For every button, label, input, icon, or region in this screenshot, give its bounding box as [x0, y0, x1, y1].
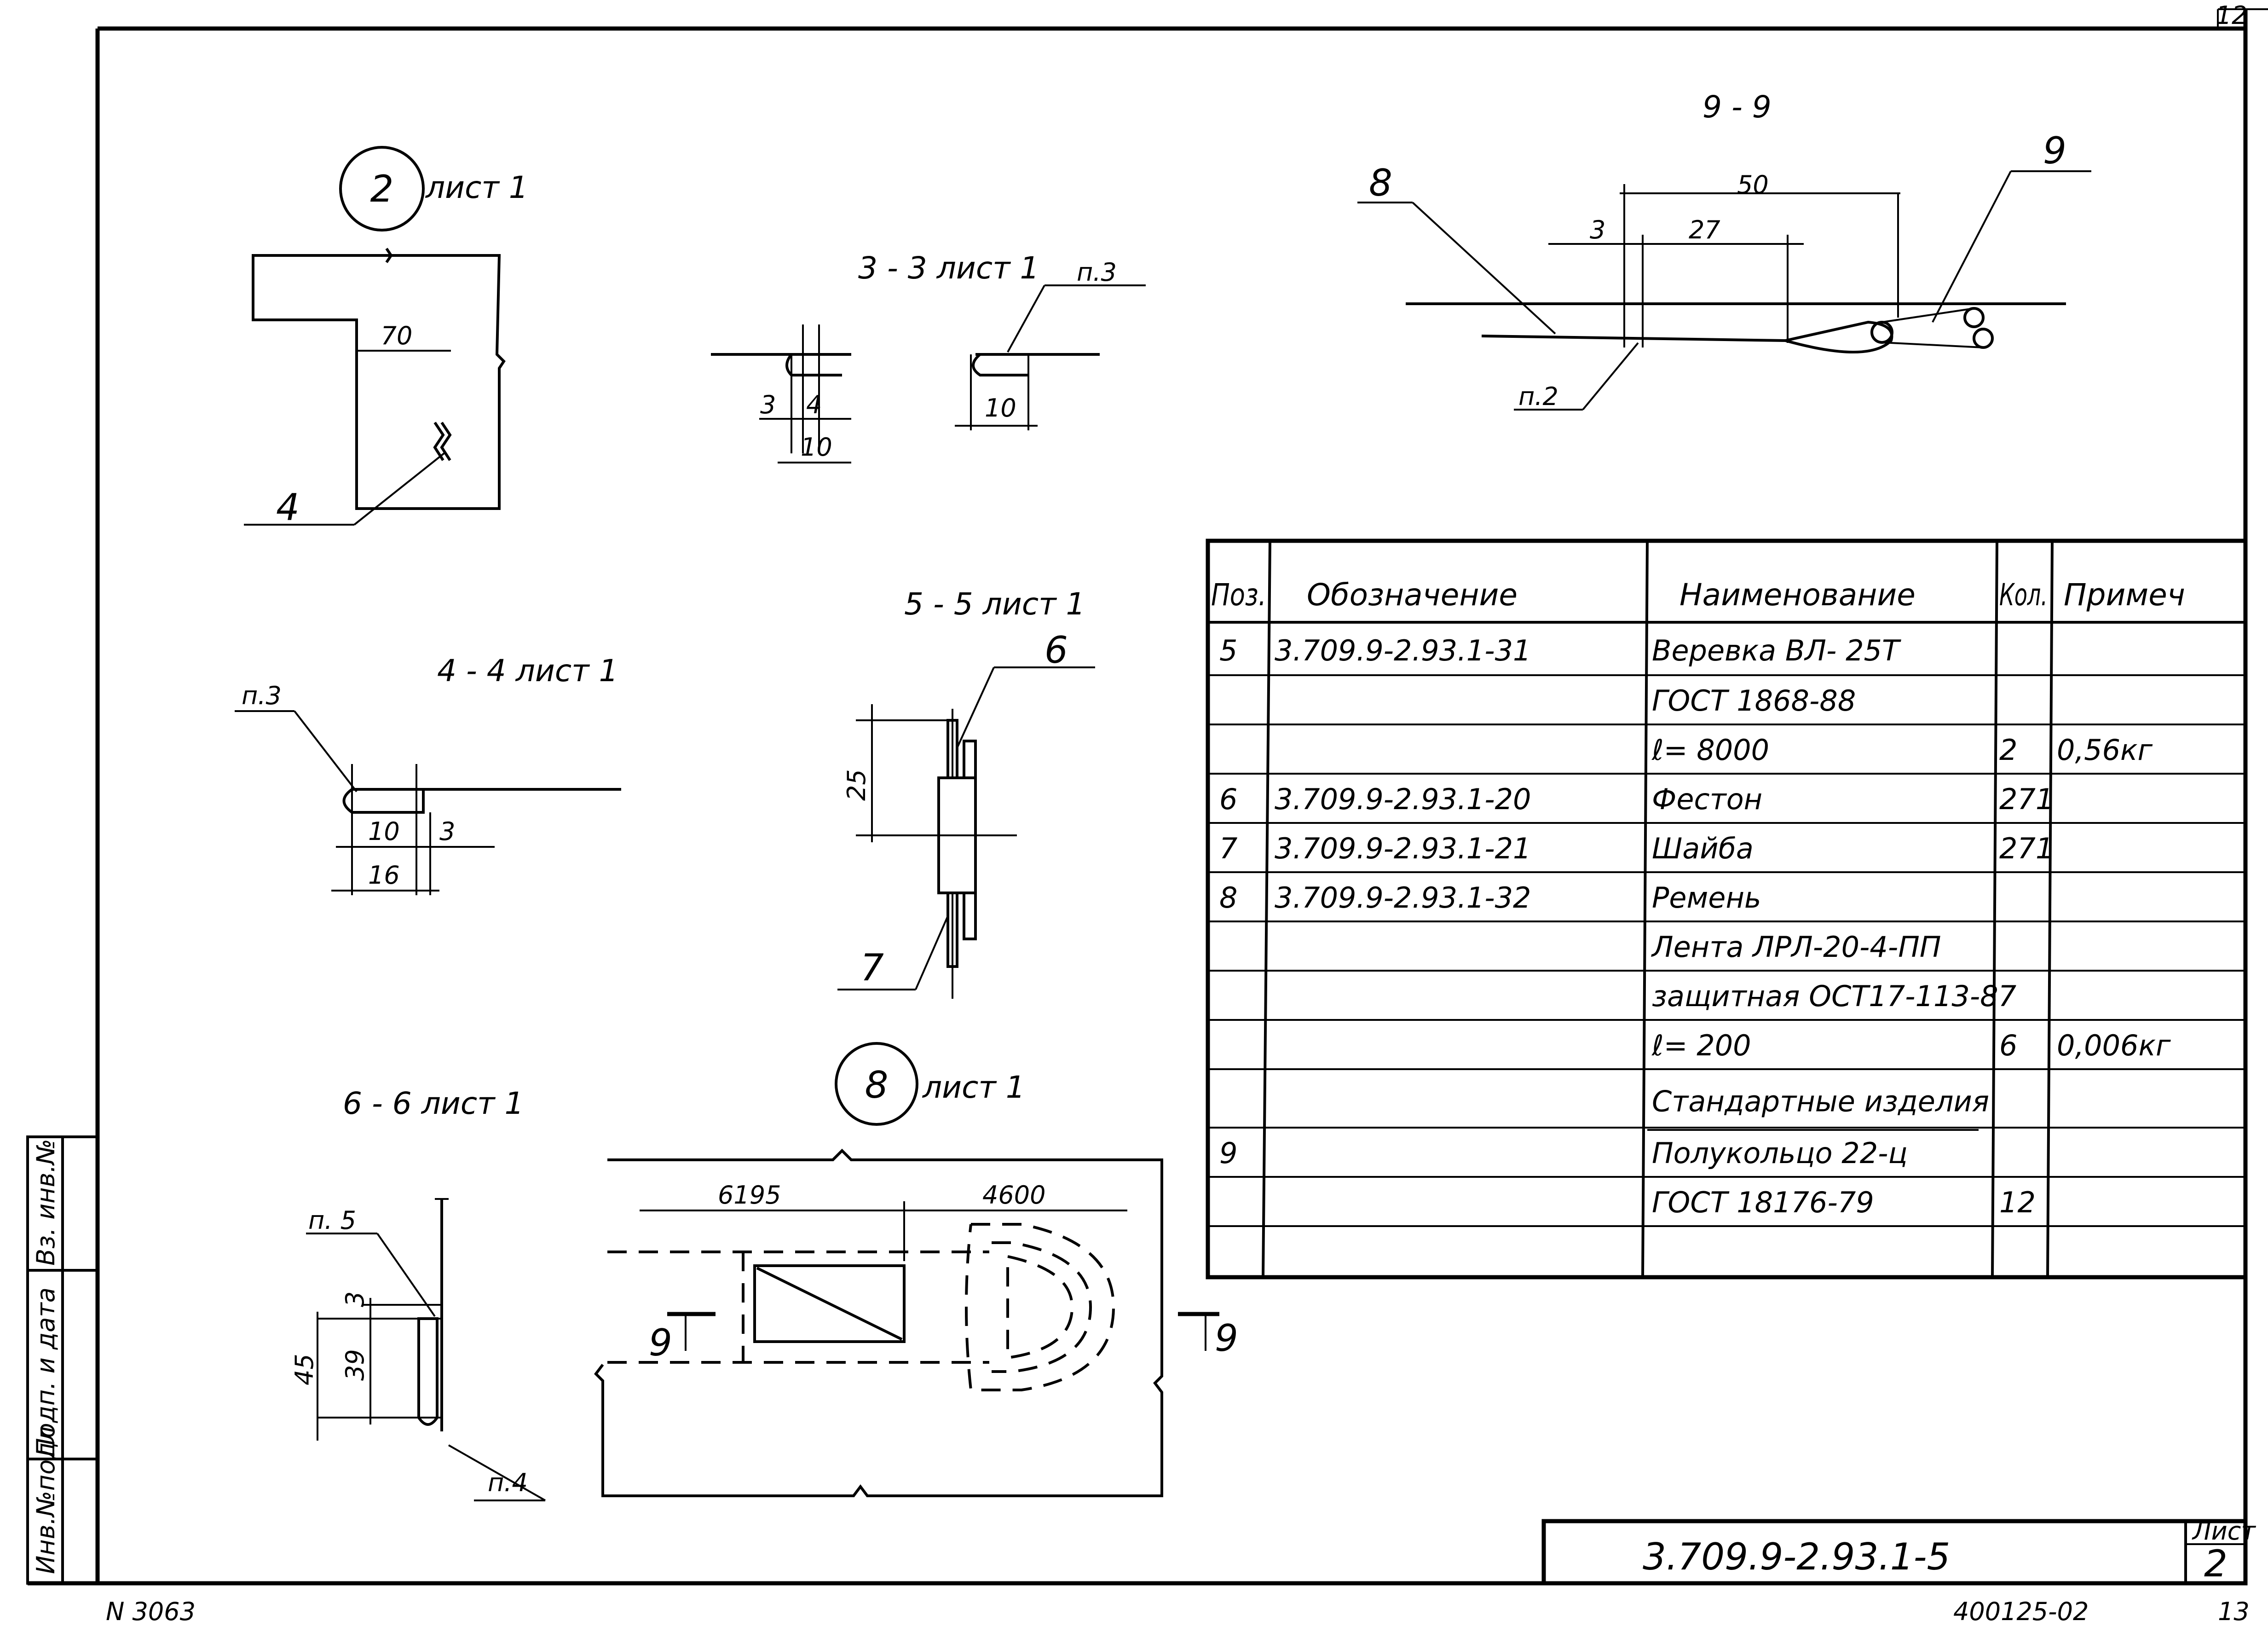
title-block: 3.709.9-2.93.1-5 Лист 2: [1541, 1517, 2256, 1586]
dim-16: 16: [368, 861, 400, 890]
table-cell-note: 0,006кг: [2057, 1029, 2171, 1062]
table-cell-qty: 271: [1999, 782, 2054, 816]
table-cell-qty: 271: [1999, 832, 2054, 865]
dim-3: 3: [439, 817, 455, 846]
table-cell-qty: 12: [1999, 1186, 2036, 1219]
side-stamp: Инв.№подл Подп. и дата Вз. инв.№: [26, 1135, 99, 1585]
view-2-label: лист 1: [425, 170, 528, 205]
table-cell-name: ℓ= 200: [1651, 1029, 1751, 1062]
table-cell-name: Лента ЛРЛ-20-4-ПП: [1651, 930, 1941, 964]
table-cell-designation: 3.709.9-2.93.1-32: [1275, 881, 1531, 915]
table-cell-pos: 7: [1219, 832, 1237, 865]
view-8: 8 лист 1 6195 4600 9 9: [594, 1042, 1238, 1497]
sheet-number: 2: [2204, 1542, 2228, 1585]
spec-table: Поз. Обозначение Наименование Кол. Приме…: [1206, 538, 2248, 1280]
view-9-9-title: 9 - 9: [1702, 89, 1772, 125]
dim-10a: 10: [801, 433, 832, 462]
bottom-left-note: N 3063: [106, 1597, 196, 1626]
table-cell-name: Шайба: [1652, 832, 1754, 865]
view-6-6: 6 - 6 лист 1 п. 5 п.4 3 39 45: [290, 1086, 546, 1501]
table-header-name: Наименование: [1679, 577, 1916, 613]
table-header-designation: Обозначение: [1307, 577, 1518, 613]
sheet-frame: [28, 8, 2268, 1586]
view-3-3: 3 - 3 лист 1 п.3 3 4 10 10: [711, 250, 1146, 463]
table-cell-name: Стандартные изделия: [1652, 1084, 1989, 1118]
cut-label-right: 9: [1215, 1317, 1238, 1360]
sheet-label: Лист: [2192, 1517, 2256, 1546]
table-cell-name: ГОСТ 18176-79: [1652, 1186, 1874, 1219]
view-4-4-title: 4 - 4 лист 1: [437, 653, 618, 689]
view-9-9: 9 - 9 50 3 27 8 9 п.2: [1357, 89, 2091, 411]
table-cell-name: Ремень: [1652, 881, 1761, 915]
view-6-6-title: 6 - 6 лист 1: [343, 1086, 524, 1121]
table-cell-pos: 8: [1219, 881, 1237, 915]
bottom-page: 13: [2218, 1597, 2250, 1626]
view-4-4: 4 - 4 лист 1 п.3 10 3 16: [235, 653, 621, 895]
dim-39: 39: [340, 1349, 369, 1381]
view-5-5-title: 5 - 5 лист 1: [904, 586, 1085, 622]
dim-25: 25: [842, 769, 871, 801]
callout-8: 8: [1369, 162, 1392, 204]
callout-7: 7: [860, 946, 884, 989]
spec-table-rows: 5 3.709.9-2.93.1-31 Веревка ВЛ- 25Т ГОСТ 18…: [1219, 634, 2171, 1219]
table-cell-name: ГОСТ 1868-88: [1652, 684, 1856, 718]
dim-3: 3: [760, 390, 776, 419]
table-cell-pos: 5: [1219, 634, 1237, 667]
dim-27: 27: [1689, 215, 1720, 244]
table-header-note: Примеч: [2064, 577, 2185, 613]
table-cell-name: Полукольцо 22-ц: [1652, 1136, 1908, 1170]
view-9-9-ref: п.2: [1518, 382, 1558, 411]
ref-p4: п.4: [488, 1468, 528, 1497]
callout-9: 9: [2043, 129, 2066, 172]
callout-4: 4: [276, 486, 300, 529]
view-8-label: лист 1: [922, 1070, 1025, 1105]
document-code: 3.709.9-2.93.1-5: [1643, 1535, 1950, 1578]
table-cell-designation: 3.709.9-2.93.1-31: [1275, 634, 1531, 667]
view-3-3-title: 3 - 3 лист 1: [858, 250, 1039, 286]
table-cell-pos: 6: [1219, 782, 1237, 816]
table-cell-name: защитная ОСТ17-113-87: [1652, 979, 2016, 1013]
table-cell-qty: 2: [1999, 733, 2017, 767]
dim-45: 45: [290, 1354, 319, 1385]
dim-4: 4: [806, 390, 822, 419]
table-header-pos: Поз.: [1211, 577, 1266, 613]
dim-6195: 6195: [718, 1181, 781, 1210]
table-cell-designation: 3.709.9-2.93.1-20: [1275, 782, 1531, 816]
dim-70: 70: [381, 321, 413, 350]
ref-p5: п. 5: [308, 1206, 356, 1235]
view-3-3-ref: п.3: [1077, 258, 1117, 287]
view-2: 2 лист 1 70 4: [244, 146, 528, 529]
dim-4600: 4600: [982, 1181, 1045, 1210]
view-8-circle-number: 8: [865, 1064, 889, 1106]
table-cell-name: ℓ= 8000: [1651, 733, 1769, 767]
stamp-vzinv-label: Вз. инв.№: [31, 1139, 60, 1266]
stamp-sign-label: Подп. и дата: [31, 1287, 60, 1457]
stamp-inv-label: Инв.№подл: [31, 1426, 60, 1574]
view-2-circle-number: 2: [370, 168, 394, 210]
view-5-5: 5 - 5 лист 1 6 25 7: [837, 586, 1095, 999]
callout-6: 6: [1045, 629, 1068, 672]
table-header-qty: Кол.: [1999, 577, 2048, 613]
cut-label-left: 9: [649, 1321, 672, 1364]
table-cell-note: 0,56кг: [2057, 733, 2153, 767]
dim-3: 3: [1590, 215, 1605, 244]
bottom-code: 400125-02: [1953, 1597, 2089, 1626]
dim-10: 10: [368, 817, 400, 846]
table-cell-pos: 9: [1219, 1136, 1237, 1170]
dim-50: 50: [1737, 170, 1769, 199]
table-cell-designation: 3.709.9-2.93.1-21: [1275, 832, 1531, 865]
table-cell-qty: 6: [1999, 1029, 2017, 1062]
corner-sheet-number: 12: [2216, 1, 2248, 30]
table-cell-name: Фестон: [1652, 782, 1762, 816]
table-cell-name: Веревка ВЛ- 25Т: [1652, 634, 1901, 667]
dim-3: 3: [340, 1291, 369, 1307]
view-4-4-ref: п.3: [242, 681, 282, 710]
dim-10b: 10: [985, 394, 1016, 423]
